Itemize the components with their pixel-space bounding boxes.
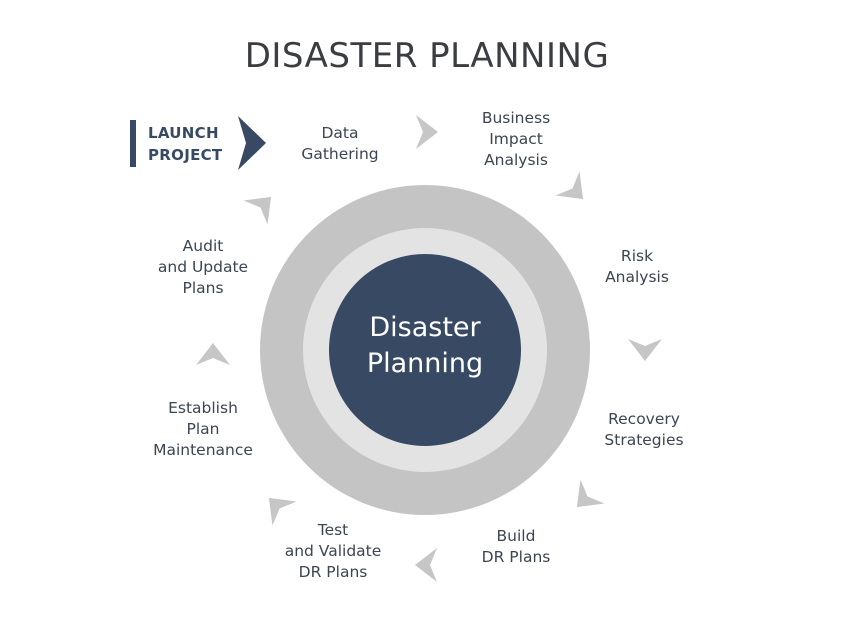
arrow-build-to-test xyxy=(415,548,437,582)
arrow-bia-to-risk xyxy=(555,171,584,200)
step-build-dr-plans: Build DR Plans xyxy=(456,526,576,568)
step-label-line: Plans xyxy=(182,279,224,297)
step-label-line: Strategies xyxy=(604,431,684,449)
arrow-audit-to-data xyxy=(243,196,272,225)
step-label-line: Audit xyxy=(182,237,224,255)
step-test-and-validate: Test and Validate DR Plans xyxy=(268,520,398,583)
step-audit-and-update: Audit and Update Plans xyxy=(138,236,268,299)
step-recovery-strategies: Recovery Strategies xyxy=(584,409,704,451)
step-business-impact-analysis: Business Impact Analysis xyxy=(456,108,576,171)
launch-project-label: LAUNCH PROJECT xyxy=(148,122,222,166)
step-label-line: Recovery xyxy=(608,410,680,428)
launch-label-line-1: LAUNCH xyxy=(148,124,219,142)
step-label-line: Gathering xyxy=(301,145,379,163)
arrow-recovery-to-build xyxy=(576,479,605,508)
step-data-gathering: Data Gathering xyxy=(280,123,400,165)
step-label-line: and Validate xyxy=(284,542,382,560)
step-label-line: Plan xyxy=(186,420,220,438)
step-label-line: Risk xyxy=(620,247,654,265)
step-label-line: Data xyxy=(321,124,359,142)
step-label-line: Business xyxy=(481,109,551,127)
arrow-risk-to-recovery xyxy=(628,339,662,361)
arrow-data-to-bia xyxy=(416,115,438,149)
step-risk-analysis: Risk Analysis xyxy=(577,246,697,288)
launch-bar xyxy=(130,120,136,167)
step-label-line: Establish xyxy=(168,399,238,417)
step-label-line: Analysis xyxy=(484,151,548,169)
center-circle xyxy=(329,254,521,446)
step-label-line: Maintenance xyxy=(153,441,253,459)
step-label-line: DR Plans xyxy=(481,548,551,566)
step-label-line: and Update xyxy=(157,258,249,276)
step-label-line: Impact xyxy=(489,130,543,148)
center-label: Disaster Planning xyxy=(330,310,520,382)
step-label-line: DR Plans xyxy=(298,563,368,581)
step-label-line: Analysis xyxy=(605,268,669,286)
step-label-line: Build xyxy=(496,527,536,545)
launch-label-line-2: PROJECT xyxy=(148,146,223,164)
step-establish-plan-maintenance: Establish Plan Maintenance xyxy=(138,398,268,461)
arrow-test-to-establish xyxy=(268,497,297,526)
center-label-line-1: Disaster xyxy=(369,312,481,343)
launch-chevron-icon xyxy=(238,116,266,170)
arrow-establish-to-audit xyxy=(196,343,230,365)
page-title: DISASTER PLANNING xyxy=(244,36,610,76)
step-label-line: Test xyxy=(317,521,349,539)
center-label-line-2: Planning xyxy=(366,348,484,379)
